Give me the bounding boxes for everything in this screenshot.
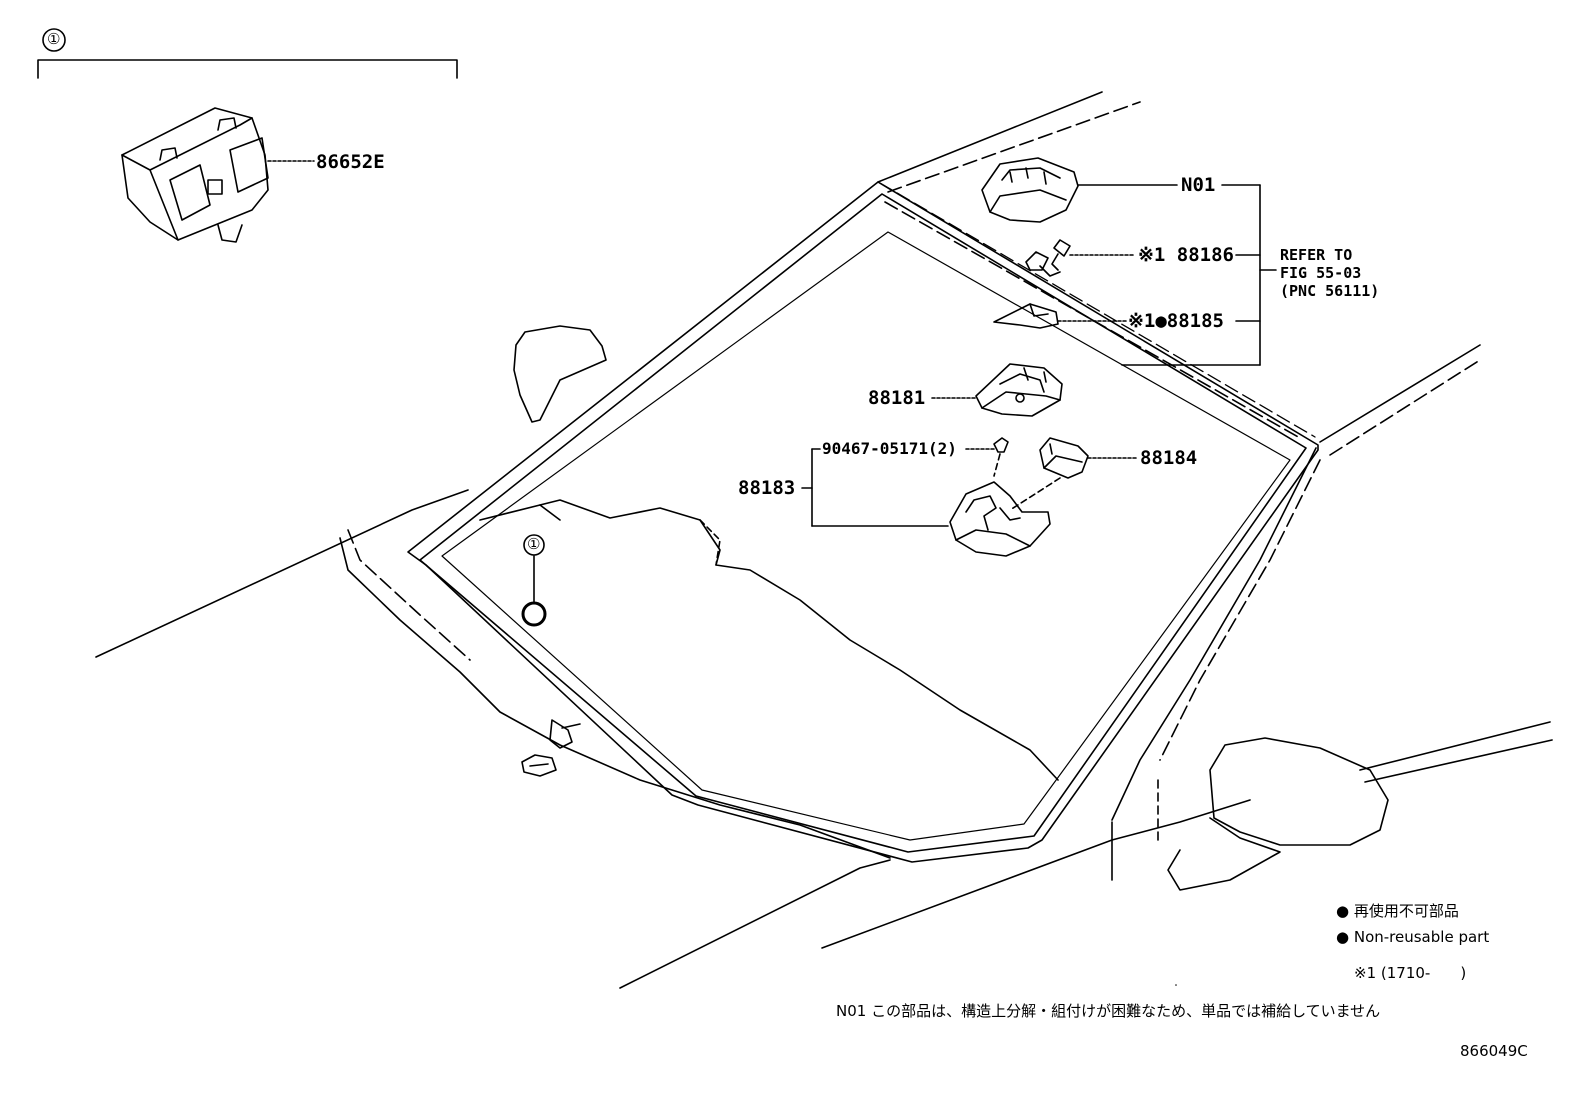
refer-bracket xyxy=(1121,184,1277,366)
part-90467-drawing xyxy=(965,437,1009,477)
label-86652e: 86652E xyxy=(316,151,385,173)
assembly-bracket xyxy=(37,59,458,79)
label-88185: ※1●88185 xyxy=(1128,310,1224,332)
refer-line-1: REFER TO xyxy=(1280,246,1353,264)
windshield-callout-marker xyxy=(521,534,547,627)
part-88183-drawing xyxy=(801,448,1051,557)
top-callout-marker xyxy=(42,28,66,52)
part-88184-drawing xyxy=(1009,437,1137,511)
legend-non-reusable-en: ● Non-reusable part xyxy=(1336,928,1490,946)
part-86652e-drawing xyxy=(121,107,315,243)
figure-id: 866049C xyxy=(1460,1042,1528,1060)
refer-note: REFER TO FIG 55-03 (PNC 56111) xyxy=(1280,246,1379,300)
car-body xyxy=(95,344,1553,989)
legend-non-reusable-ja: ● 再使用不可部品 xyxy=(1336,902,1459,920)
part-88185-drawing xyxy=(993,303,1127,329)
dashboard xyxy=(479,499,1059,781)
top-callout-number: ① xyxy=(47,30,61,48)
label-88184: 88184 xyxy=(1140,447,1198,469)
label-88183: 88183 xyxy=(738,477,796,499)
windshield-callout-number: ① xyxy=(527,535,541,553)
part-88181-drawing xyxy=(931,363,1063,417)
n01-supply-note: N01 この部品は、構造上分解・組付けが困難なため、単品では補給していません xyxy=(836,1002,1381,1020)
label-90467-05171: 90467-05171(2) xyxy=(822,439,957,458)
right-mirror xyxy=(1167,737,1389,891)
windshield-outline xyxy=(407,181,1319,863)
part-88186-drawing xyxy=(1025,239,1135,277)
refer-line-2: FIG 55-03 xyxy=(1280,264,1362,282)
part-n01-drawing xyxy=(981,157,1178,223)
roof-lines xyxy=(877,91,1301,439)
label-88181: 88181 xyxy=(868,387,926,409)
left-mirror xyxy=(513,325,607,423)
legend-note-1: ※1 (1710- ) xyxy=(1354,964,1467,982)
cowl-detail xyxy=(521,719,581,777)
label-88186: ※1 88186 xyxy=(1138,244,1234,266)
label-n01: N01 xyxy=(1181,174,1216,196)
refer-line-3: (PNC 56111) xyxy=(1280,282,1380,300)
